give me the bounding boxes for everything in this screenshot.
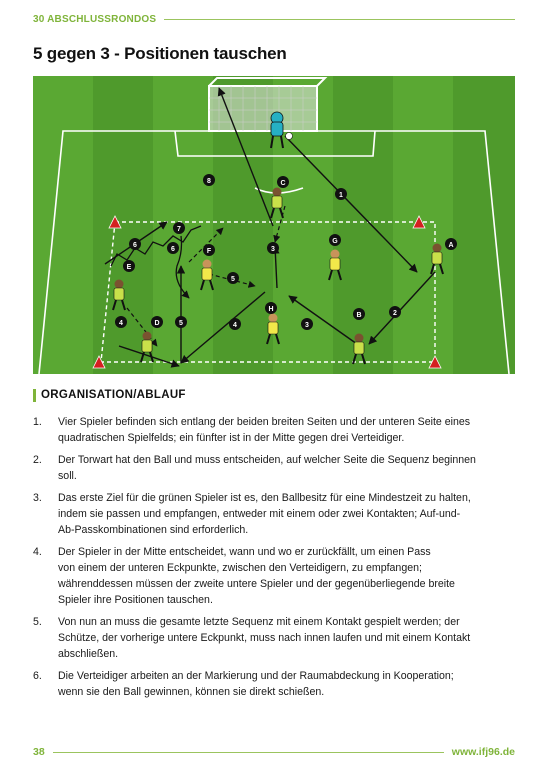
step-text: Die Verteidiger arbeiten an der Markieru…: [58, 668, 517, 700]
step-line: Die Verteidiger arbeiten an der Markieru…: [58, 670, 454, 682]
step-line: quadratischen Spielfelds; ein fünfter is…: [58, 432, 405, 444]
step-number: 2.: [33, 454, 42, 466]
svg-text:3: 3: [305, 322, 309, 329]
step-text: Von nun an muss die gesamte letzte Seque…: [58, 614, 517, 662]
step-item: 2. Der Torwart hat den Ball und muss ent…: [33, 452, 517, 484]
step-text: Das erste Ziel für die grünen Spieler is…: [58, 490, 517, 538]
footer-rule: [52, 751, 444, 753]
pass-8: 8: [203, 174, 215, 186]
step-line: währenddessen müssen der zweite untere S…: [58, 578, 455, 590]
page-footer: 38 www.ifj96.de: [33, 745, 515, 759]
svg-text:8: 8: [207, 178, 211, 185]
pass-5a: 5: [175, 316, 187, 328]
dashed-square: [100, 221, 436, 363]
svg-text:H: H: [268, 306, 273, 313]
badge-c: C: [277, 176, 289, 188]
step-text: Der Torwart hat den Ball und muss entsch…: [58, 452, 517, 484]
page-number: 38: [33, 746, 45, 758]
badge-b: B: [353, 308, 365, 320]
step-line: Spieler ihre Positionen tauschen.: [58, 594, 213, 606]
step-line: Von nun an muss die gesamte letzte Seque…: [58, 616, 460, 628]
pass-1: 1: [335, 188, 347, 200]
step-item: 6. Die Verteidiger arbeiten an der Marki…: [33, 668, 517, 700]
step-item: 3. Das erste Ziel für die grünen Spieler…: [33, 490, 517, 538]
step-text: Der Spieler in der Mitte entscheidet, wa…: [58, 544, 517, 608]
step-number: 5.: [33, 616, 42, 628]
step-line: Der Torwart hat den Ball und muss entsch…: [58, 454, 476, 466]
step-line: soll.: [58, 470, 77, 482]
badge-d: D: [151, 316, 163, 328]
header-rule: [164, 18, 515, 20]
svg-text:4: 4: [233, 322, 237, 329]
step-line: von einem der unteren Eckpunkte, zwische…: [58, 562, 422, 574]
svg-text:C: C: [280, 180, 285, 187]
chapter-header: 30 ABSCHLUSSRONDOS: [33, 12, 515, 26]
player-label-badges: A B C D E F G H: [123, 176, 457, 328]
step-number: 3.: [33, 492, 42, 504]
svg-text:6: 6: [171, 246, 175, 253]
step-line: Das erste Ziel für die grünen Spieler is…: [58, 492, 471, 504]
dribble-line: [110, 225, 202, 299]
step-line: Schütze, der vorherige untere Eckpunkt, …: [58, 632, 471, 644]
chapter-label: 30 ABSCHLUSSRONDOS: [33, 13, 157, 25]
badge-h: H: [265, 302, 277, 314]
step-line: wenn sie den Ball gewinnen, können sie d…: [58, 686, 325, 698]
step-number: 1.: [33, 416, 42, 428]
step-line: abschließen.: [58, 648, 119, 660]
pass-6b: 6: [167, 242, 179, 254]
attackers: [112, 187, 444, 365]
pass-5b: 5: [227, 272, 239, 284]
pass-4a: 4: [115, 316, 127, 328]
step-item: 5. Von nun an muss die gesamte letzte Se…: [33, 614, 517, 662]
step-number: 4.: [33, 546, 42, 558]
website-link[interactable]: www.ifj96.de: [451, 746, 515, 758]
svg-text:D: D: [154, 320, 159, 327]
defenders: [200, 249, 342, 345]
cones: [92, 215, 442, 369]
svg-text:4: 4: [119, 320, 123, 327]
pass-number-badges: 1 2 3 3 4 4 5 5 6 6 7 8: [115, 174, 401, 330]
svg-text:5: 5: [179, 320, 183, 327]
pass-2: 2: [389, 306, 401, 318]
pass-4b: 4: [229, 318, 241, 330]
pass-3b: 3: [301, 318, 313, 330]
badge-a: A: [445, 238, 457, 250]
keeper: [270, 111, 293, 149]
step-line: Ab-Passkombinationen sind erforderlich.: [58, 524, 249, 536]
step-number: 6.: [33, 670, 42, 682]
page-title: 5 gegen 3 - Positionen tauschen: [33, 44, 287, 63]
badge-g: G: [329, 234, 341, 246]
step-text: Vier Spieler befinden sich entlang der b…: [58, 414, 517, 446]
svg-text:5: 5: [231, 276, 235, 283]
section-heading-text: ORGANISATION/ABLAUF: [41, 389, 186, 401]
badge-f: F: [203, 244, 215, 256]
svg-text:E: E: [127, 264, 132, 271]
section-heading: ORGANISATION/ABLAUF: [33, 388, 186, 402]
pass-7: 7: [173, 222, 185, 234]
svg-text:1: 1: [339, 192, 343, 199]
svg-text:G: G: [332, 238, 338, 245]
step-line: Vier Spieler befinden sich entlang der b…: [58, 416, 471, 428]
badge-e: E: [123, 260, 135, 272]
svg-text:2: 2: [393, 310, 397, 317]
step-item: 4. Der Spieler in der Mitte entscheidet,…: [33, 544, 517, 608]
step-line: indem sie passen und empfangen, entweder…: [58, 508, 461, 520]
svg-text:A: A: [448, 242, 453, 249]
svg-text:3: 3: [271, 246, 275, 253]
svg-text:F: F: [207, 248, 212, 255]
svg-text:7: 7: [177, 226, 181, 233]
section-accent-bar: [33, 388, 36, 402]
svg-text:6: 6: [133, 242, 137, 249]
pass-6a: 6: [129, 238, 141, 250]
pass-3a: 3: [267, 242, 279, 254]
steps-list: 1. Vier Spieler befinden sich entlang de…: [33, 414, 517, 706]
step-line: Der Spieler in der Mitte entscheidet, wa…: [58, 546, 431, 558]
drill-diagram: A B C D E F G H 1 2 3 3 4 4 5 5 6 6 7 8: [33, 76, 515, 374]
goal: [208, 77, 328, 132]
step-item: 1. Vier Spieler befinden sich entlang de…: [33, 414, 517, 446]
svg-text:B: B: [356, 312, 361, 319]
